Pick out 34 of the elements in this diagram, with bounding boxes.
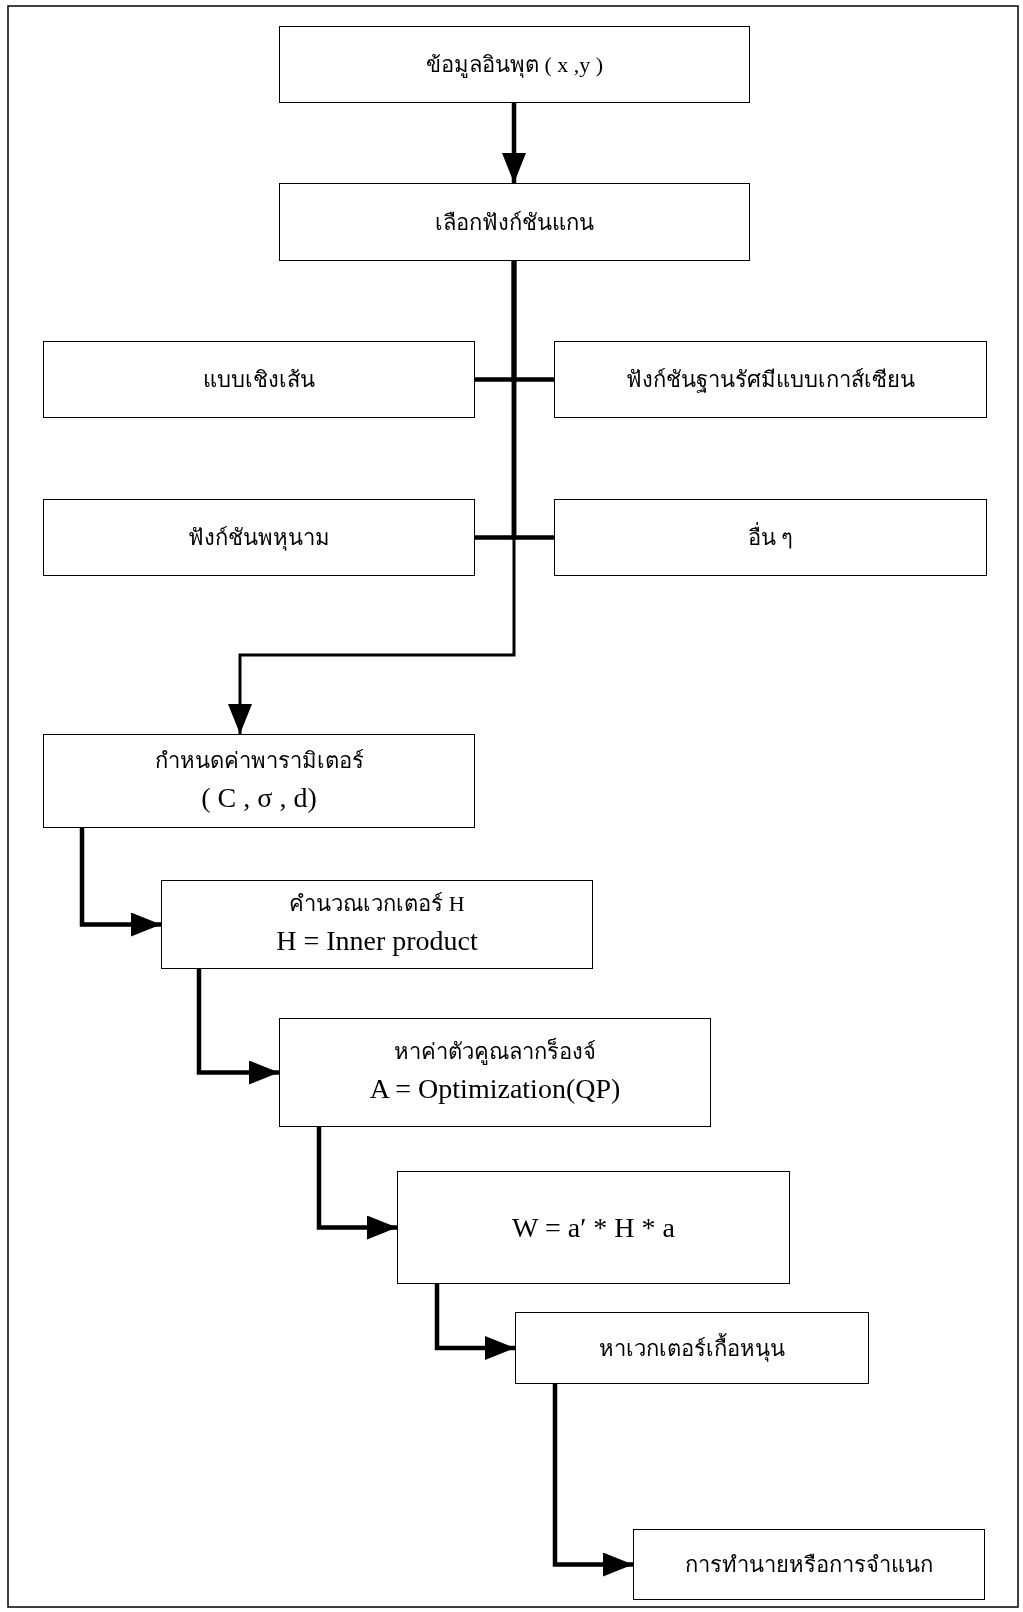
process-box [633,1529,985,1600]
arrow [502,103,526,183]
process-box [161,880,593,969]
arrow [79,828,161,937]
process-box [43,341,475,418]
process-box [279,26,750,103]
process-box [279,1018,711,1127]
process-box [554,499,987,576]
process-box [43,734,475,828]
box-label: W = a′ * H * a [512,1210,675,1245]
box-label: กำหนดค่าพารามิเตอร์ [154,746,364,775]
process-box [397,1171,790,1284]
process-box [515,1312,869,1384]
box-label: แบบเชิงเส้น [203,366,315,394]
box-label: ฟังก์ชันฐานรัศมีแบบเกาส์เซียน [626,366,915,395]
box-label: อื่น ๆ [747,521,794,554]
box-label: คำนวณเวกเตอร์ H [289,890,465,918]
process-box [43,499,475,576]
formula-text: H = Inner product [276,924,478,958]
arrow [196,969,279,1085]
formula-text: ( C , σ , d) [201,780,317,815]
box-label: การทำนายหรือการจำแนก [685,1551,933,1579]
connector-line [511,261,554,540]
box-label: ฟังก์ชันพหุนาม [188,524,330,553]
box-label: หาค่าตัวคูณลากร็องจ์ [394,1036,596,1067]
box-label: หาเวกเตอร์เกื้อหนุน [599,1332,785,1364]
arrow [552,1384,633,1577]
process-box [554,341,987,418]
process-box [279,183,750,261]
box-label: เลือกฟังก์ชันแกน [435,208,594,237]
formula-text: A = Optimization(QP) [369,1072,621,1106]
arrow [434,1284,515,1360]
arrow [316,1127,397,1240]
box-label: ข้อมูลอินพุต ( x ,y ) [425,51,604,80]
